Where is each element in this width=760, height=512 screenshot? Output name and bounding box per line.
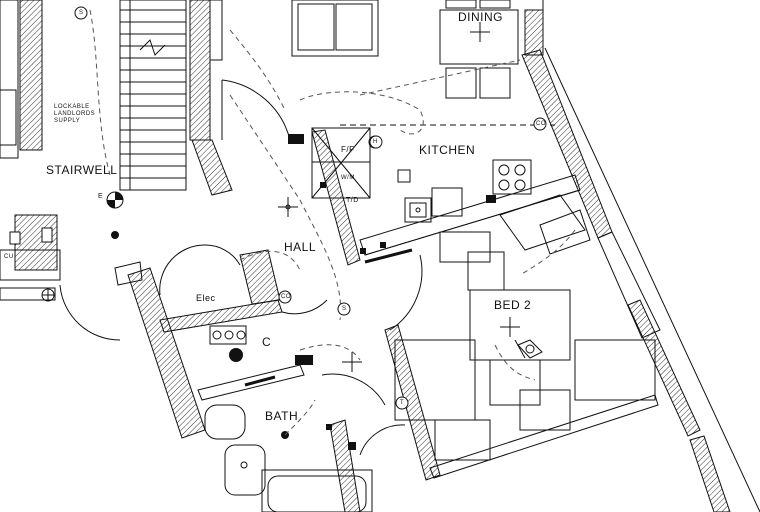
dining-label: DINING — [458, 10, 503, 24]
furniture-top — [291, 0, 519, 99]
stairs — [119, 0, 187, 191]
exterior-wall-right — [521, 47, 760, 512]
circle-tags — [74, 6, 547, 410]
stairwell-label: STAIRWELL — [46, 163, 118, 177]
dashed-lines — [89, 9, 576, 436]
elec-label: Elec — [196, 293, 216, 303]
co-tag-2: CO — [536, 121, 546, 127]
light-fittings — [278, 197, 520, 372]
stairwell-walls — [0, 0, 233, 196]
elec-cupboard-walls — [114, 244, 328, 439]
cu-label: CU — [4, 254, 14, 260]
kitchen-units — [288, 124, 581, 266]
wm-label: W/M — [341, 175, 355, 181]
s-tag-2: S — [79, 10, 84, 16]
s-tag-1: S — [342, 306, 347, 312]
co-tag-1: CO — [281, 294, 291, 300]
bed2-label: BED 2 — [494, 298, 532, 312]
lobby-equipment — [0, 214, 121, 341]
ff-label: F/F — [341, 145, 355, 154]
hall-label: HALL — [284, 240, 317, 254]
bath-label: BATH — [265, 409, 299, 423]
emergency-light — [106, 191, 124, 239]
t-tag: T — [400, 400, 405, 406]
bed2-room — [384, 194, 659, 481]
lockable-supply-label: LOCKABLE LANDLORDS SUPPLY — [54, 104, 96, 124]
h-tag: H — [373, 139, 378, 145]
stairwell-door — [221, 79, 291, 141]
wall-top-right — [524, 0, 544, 56]
kitchen-label: KITCHEN — [419, 143, 476, 157]
bath-room — [197, 355, 406, 512]
fixing-marks — [320, 182, 496, 450]
e-tag: E — [98, 193, 104, 200]
cupboard-label: C — [262, 335, 272, 349]
td-label: T/D — [346, 197, 359, 204]
